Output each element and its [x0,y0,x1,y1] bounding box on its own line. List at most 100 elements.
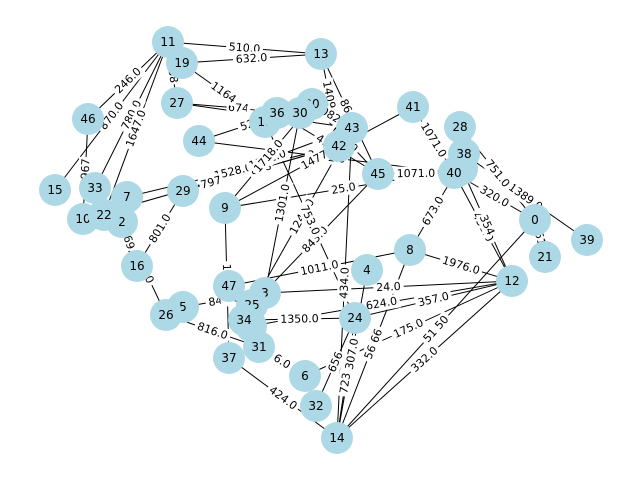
node-27: 27 [161,87,193,119]
node-33: 33 [79,172,111,204]
edge-weight-text: 801.0 [146,212,174,246]
edge-label-11-46: 246.0 [109,62,147,99]
edge-weight-text: 797 [199,173,223,191]
node-circle [79,172,111,204]
node-4: 4 [351,254,383,286]
node-14: 14 [321,422,353,454]
edge-weight-text: 632.0 [235,51,267,66]
node-label: 27 [169,96,184,110]
node-label: 2 [118,215,126,229]
node-circle [305,38,337,70]
edge-label-16-29: 801.0 [144,209,176,248]
edge-label-background [197,172,225,193]
node-40: 40 [438,157,470,189]
node-label: 46 [80,112,95,126]
edge-weight-text: 56 66 [362,327,386,361]
node-circle [321,422,353,454]
node-label: 40 [446,166,461,180]
edge-label-3-12: 24.0 [372,279,405,295]
edge-label-8-12: 1976.0 [438,252,484,279]
node-21: 21 [529,241,561,273]
edge-label-background [341,334,363,374]
edge-label-background [362,293,401,314]
node-circle [571,224,603,256]
node-45: 45 [362,158,394,190]
node-label: 24 [347,311,362,325]
edge-label-background [416,117,451,163]
node-label: 6 [301,369,309,383]
edge-label-background [192,318,233,344]
edge-label-background [394,166,438,181]
edge-weight-text: 816.0 [195,320,229,343]
edge-label-17-8: 673.0 [417,191,449,231]
node-label: 12 [504,274,519,288]
edge-label-background [271,180,294,226]
edge-label-43-14: 434.0 [336,264,353,302]
edge-label-background [297,221,333,258]
node-circle [351,254,383,286]
edge-label-background [144,209,176,248]
edge-label-background [480,154,515,193]
edge-label-background [116,95,147,135]
edge-label-background [277,311,322,327]
node-label: 37 [221,351,236,365]
edge-label-background [324,348,347,376]
node-43: 43 [336,112,368,144]
node-9: 9 [209,192,241,224]
edge-weight-text: 332.0 [408,344,440,375]
node-label: 28 [452,120,467,134]
edge-label-background [388,314,429,343]
node-label: 43 [344,121,359,135]
node-circle [213,270,245,302]
edge-weight-text: 1350.0 [280,312,319,326]
node-label: 19 [174,56,189,70]
node-circle [228,304,260,336]
node-label: 15 [47,183,62,197]
node-32: 32 [300,390,332,422]
node-label: 21 [537,250,552,264]
node-36: 36 [261,97,293,129]
node-circle [121,250,153,282]
node-circle [183,125,215,157]
node-16: 16 [121,250,153,282]
node-label: 38 [456,147,471,161]
edge-label-background [268,349,296,374]
edge-label-background [327,179,360,198]
edge-weight-text: 434.0 [337,267,352,299]
node-label: 42 [331,139,346,153]
node-circle [438,157,470,189]
node-label: 36 [269,106,284,120]
edge-label-9-35: 25.0 [327,179,360,198]
edge-label-background [475,211,499,239]
edge-weight-text: 624.0 [365,294,398,312]
edge-weight-text: 673.0 [419,194,446,228]
edge-weight-text: 51 50 [421,313,452,345]
node-12: 12 [496,265,528,297]
edge-weight-text: 1071.0 [397,167,436,181]
edge-label-26-31: 816.0 [192,318,233,344]
node-circle [496,265,528,297]
node-label: 22 [96,208,111,222]
edge-label-background [438,252,484,279]
node-circle [394,234,426,266]
node-label: 34 [236,313,251,327]
node-label: 3 [261,286,269,300]
node-circle [166,47,198,79]
edge-label-19-13: 632.0 [232,50,271,67]
node-circle [444,111,476,143]
edge-label-42-10: 797 [197,172,225,193]
node-label: 26 [158,308,173,322]
edge-label-background [263,381,303,415]
edge-label-47-8: 1011.0 [296,256,343,280]
edge-label-background [296,256,343,280]
node-label: 4 [363,263,371,277]
node-28: 28 [444,111,476,143]
node-46: 46 [72,103,104,135]
node-22: 22 [88,199,120,231]
node-circle [150,299,182,331]
node-circle [519,204,551,236]
node-6: 6 [289,360,321,392]
node-30: 30 [284,97,316,129]
node-34: 34 [228,304,260,336]
